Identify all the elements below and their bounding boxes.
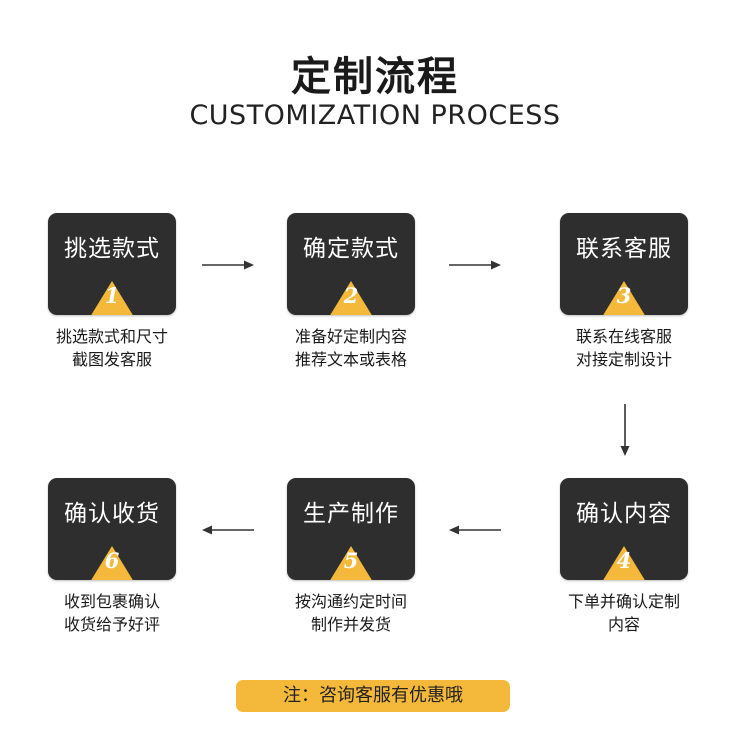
step-description-line: 准备好定制内容 [294, 327, 407, 346]
step-label: 联系客服 [576, 236, 672, 262]
step-box: 确定款式 2 [287, 213, 415, 315]
triangle-icon: 5 [329, 546, 373, 580]
step-box: 确认内容 4 [560, 478, 688, 580]
step-description-line: 收到包裹确认 [63, 592, 160, 611]
step-description-line: 下单并确认定制 [567, 592, 680, 611]
step-number: 1 [104, 283, 120, 308]
step-number: 4 [616, 548, 632, 573]
step-label: 挑选款式 [64, 236, 160, 262]
step-number: 5 [343, 548, 359, 573]
page-subtitle: CUSTOMIZATION PROCESS [189, 100, 561, 131]
step-label: 确认内容 [576, 501, 672, 527]
step-label: 确定款式 [303, 236, 399, 262]
step-description: 收到包裹确认 收货给予好评 [36, 590, 188, 636]
triangle-icon: 6 [90, 546, 134, 580]
triangle-icon: 4 [602, 546, 646, 580]
step-description-line: 挑选款式和尺寸 [55, 327, 168, 346]
step-box: 挑选款式 1 [48, 213, 176, 315]
triangle-icon: 2 [329, 281, 373, 315]
step-description-line: 内容 [607, 615, 640, 634]
step-description: 挑选款式和尺寸 截图发客服 [36, 325, 188, 371]
step-box: 联系客服 3 [560, 213, 688, 315]
arrow-right-icon [202, 260, 254, 270]
step-description: 准备好定制内容 推荐文本或表格 [275, 325, 427, 371]
arrow-right-icon [449, 260, 501, 270]
step-box: 生产制作 5 [287, 478, 415, 580]
page-title: 定制流程 [291, 54, 459, 100]
arrow-down-icon [620, 404, 630, 456]
step-box: 确认收货 6 [48, 478, 176, 580]
step-description-line: 按沟通约定时间 [294, 592, 407, 611]
step-description-line: 推荐文本或表格 [294, 350, 407, 369]
step-description-line: 对接定制设计 [575, 350, 672, 369]
arrow-left-icon [449, 525, 501, 535]
step-description: 联系在线客服 对接定制设计 [548, 325, 700, 371]
step-description: 按沟通约定时间 制作并发货 [275, 590, 427, 636]
step-label: 生产制作 [303, 501, 399, 527]
triangle-icon: 1 [90, 281, 134, 315]
discount-note-badge: 注：咨询客服有优惠哦 [236, 680, 510, 712]
step-description-line: 收货给予好评 [63, 615, 160, 634]
step-number: 3 [616, 283, 632, 308]
step-description-line: 联系在线客服 [575, 327, 672, 346]
step-number: 2 [343, 283, 359, 308]
step-description-line: 制作并发货 [310, 615, 391, 634]
step-description-line: 截图发客服 [71, 350, 152, 369]
step-description: 下单并确认定制 内容 [548, 590, 700, 636]
arrow-left-icon [202, 525, 254, 535]
step-label: 确认收货 [64, 501, 160, 527]
step-number: 6 [104, 548, 120, 573]
triangle-icon: 3 [602, 281, 646, 315]
